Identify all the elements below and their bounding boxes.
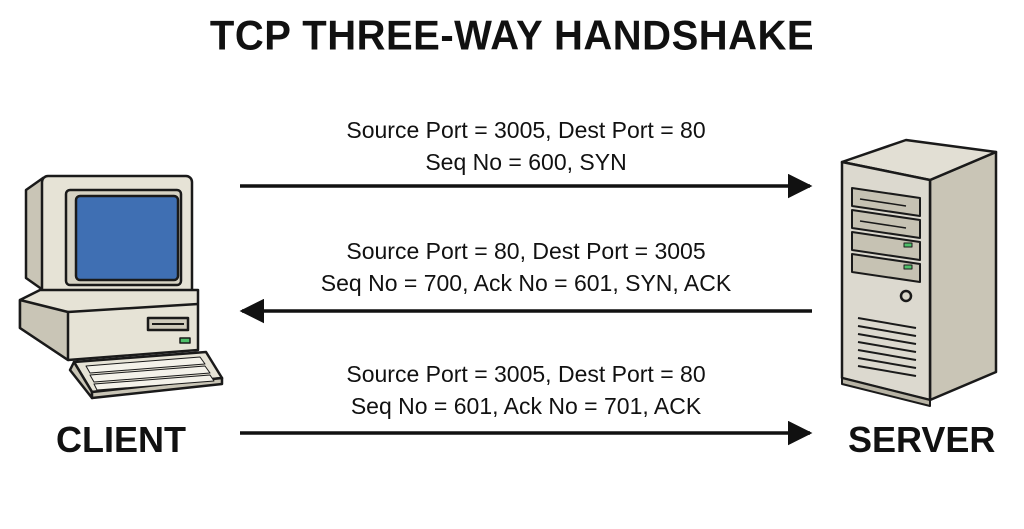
message-1-label: Source Port = 3005, Dest Port = 80 Seq N… — [240, 114, 812, 178]
message-3-line-1: Source Port = 3005, Dest Port = 80 — [346, 361, 706, 387]
server-label: SERVER — [848, 419, 996, 460]
message-2-line-2: Seq No = 700, Ack No = 601, SYN, ACK — [320, 270, 732, 296]
message-3-line-2: Seq No = 601, Ack No = 701, ACK — [350, 393, 702, 419]
message-2-line-1: Source Port = 80, Dest Port = 3005 — [346, 238, 706, 264]
message-3-label: Source Port = 3005, Dest Port = 80 Seq N… — [240, 358, 812, 422]
tower-server-icon — [840, 138, 998, 407]
client-label: CLIENT — [56, 419, 186, 460]
diagram-title: TCP THREE-WAY HANDSHAKE — [209, 12, 815, 60]
desktop-computer-icon — [18, 174, 224, 400]
message-2-label: Source Port = 80, Dest Port = 3005 Seq N… — [240, 235, 812, 299]
message-1-line-1: Source Port = 3005, Dest Port = 80 — [346, 117, 706, 143]
message-1-line-2: Seq No = 600, SYN — [425, 149, 627, 175]
